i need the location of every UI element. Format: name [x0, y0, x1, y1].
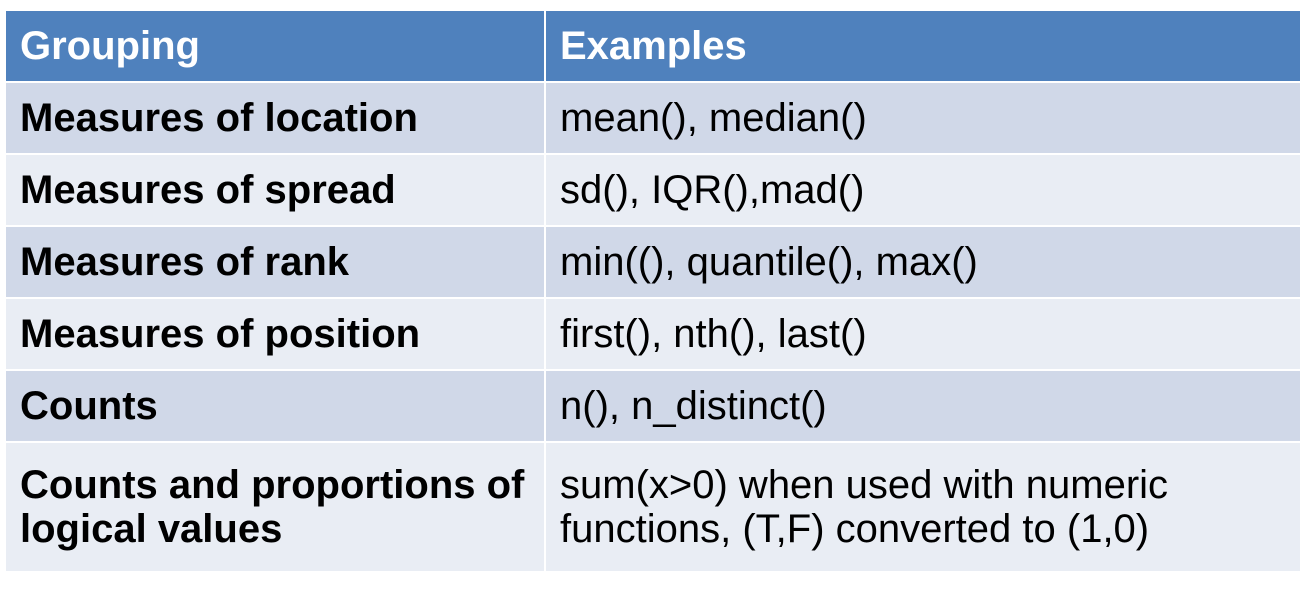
grouping-cell: Measures of rank: [4, 225, 546, 299]
grouping-cell: Measures of location: [4, 81, 546, 155]
header-grouping: Grouping: [4, 9, 546, 83]
table-row: Measures of spread sd(), IQR(),mad(): [4, 153, 1302, 227]
grouping-cell: Measures of position: [4, 297, 546, 371]
table-row: Counts and proportions of logical values…: [4, 441, 1302, 573]
examples-cell: n(), n_distinct(): [544, 369, 1302, 443]
examples-cell: first(), nth(), last(): [544, 297, 1302, 371]
table-header-row: Grouping Examples: [4, 9, 1302, 83]
header-examples: Examples: [544, 9, 1302, 83]
grouping-cell: Counts: [4, 369, 546, 443]
table-row: Measures of location mean(), median(): [4, 81, 1302, 155]
examples-cell: min((), quantile(), max(): [544, 225, 1302, 299]
summary-functions-table: Grouping Examples Measures of location m…: [4, 9, 1302, 573]
summary-functions-table-container: Grouping Examples Measures of location m…: [4, 9, 1302, 573]
table-row: Measures of position first(), nth(), las…: [4, 297, 1302, 371]
examples-cell: mean(), median(): [544, 81, 1302, 155]
examples-cell: sd(), IQR(),mad(): [544, 153, 1302, 227]
table-row: Measures of rank min((), quantile(), max…: [4, 225, 1302, 299]
examples-cell: sum(x>0) when used with numeric function…: [544, 441, 1302, 573]
grouping-cell: Measures of spread: [4, 153, 546, 227]
grouping-cell: Counts and proportions of logical values: [4, 441, 546, 573]
table-row: Counts n(), n_distinct(): [4, 369, 1302, 443]
